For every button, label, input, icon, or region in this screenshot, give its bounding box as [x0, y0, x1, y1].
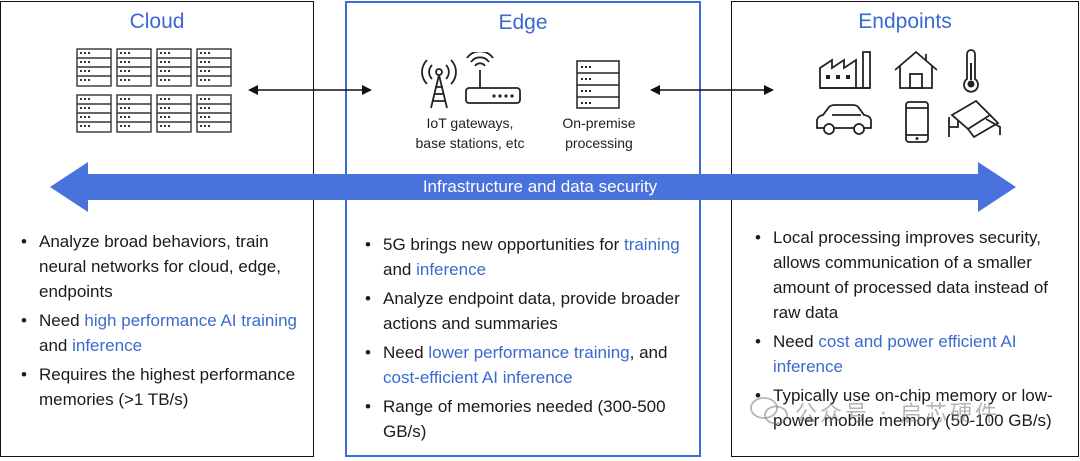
bullet-item: Need cost and power efficient AI inferen…	[752, 329, 1062, 379]
on-premise-label: On-premise processing	[562, 115, 636, 151]
bullet-text: Analyze endpoint data, provide broader a…	[383, 289, 680, 333]
cloud-panel: Cloud	[0, 1, 314, 457]
endpoints-panel: Endpoints	[731, 1, 1079, 457]
bullet-item: Requires the highest performance memorie…	[18, 362, 304, 412]
edge-bullet-list: 5G brings new opportunities for training…	[362, 232, 682, 448]
house-icon	[894, 50, 938, 89]
factory-icon	[819, 51, 871, 89]
endpoints-title: Endpoints	[858, 10, 952, 33]
edge-panel: Edge	[345, 1, 701, 457]
infrastructure-banner-arrow-icon	[50, 162, 1016, 212]
thermometer-icon	[963, 49, 979, 93]
bullet-item: Analyze broad behaviors, train neural ne…	[18, 229, 304, 304]
highlighted-term: lower performance training	[428, 343, 630, 362]
bullet-item: Typically use on-chip memory or low-powe…	[752, 383, 1062, 433]
bullet-text: and	[39, 336, 73, 355]
cloud-bullet-list: Analyze broad behaviors, train neural ne…	[18, 229, 304, 416]
server-rack-grid-icon	[76, 48, 232, 133]
bullet-text: and	[383, 260, 417, 279]
wechat-watermark-icon	[750, 397, 788, 425]
smartphone-icon	[905, 101, 929, 143]
bullet-item: Range of memories needed (300-500 GB/s)	[362, 394, 682, 444]
car-icon	[816, 104, 872, 135]
bullet-item: Need lower performance training, and cos…	[362, 340, 682, 390]
highlighted-term: inference	[72, 336, 143, 355]
security-camera-icon	[948, 99, 1001, 139]
bullet-text: Need	[773, 332, 819, 351]
highlighted-term: cost and power efficient AI inference	[773, 332, 1017, 376]
bullet-item: Analyze endpoint data, provide broader a…	[362, 286, 682, 336]
bullet-text: Need	[39, 311, 85, 330]
cloud-edge-double-arrow-icon	[248, 85, 372, 95]
infrastructure-banner-label: Infrastructure and data security	[422, 177, 658, 196]
highlighted-term: training	[623, 235, 680, 254]
edge-title: Edge	[498, 11, 548, 34]
highlighted-term: inference	[416, 260, 487, 279]
iot-gateways-label: IoT gateways, base stations, etc	[415, 115, 525, 151]
cell-tower-icon	[421, 59, 457, 109]
highlighted-term: high performance AI training	[84, 311, 297, 330]
endpoints-bullet-list: Local processing improves security, allo…	[752, 225, 1062, 437]
bullet-text: Typically use on-chip memory or low-powe…	[773, 386, 1053, 430]
edge-endpoints-double-arrow-icon	[650, 85, 774, 95]
bullet-text: 5G brings new opportunities for	[383, 235, 624, 254]
bullet-text: Requires the highest performance memorie…	[39, 365, 296, 409]
bullet-text: , and	[629, 343, 668, 362]
bullet-item: Need high performance AI training and in…	[18, 308, 304, 358]
watermark-text: 公众号 · 启芯硬件	[795, 402, 1000, 427]
bullet-item: Local processing improves security, allo…	[752, 225, 1062, 325]
cloud-title: Cloud	[129, 10, 185, 33]
router-icon	[465, 52, 521, 104]
bullet-text: Analyze broad behaviors, train neural ne…	[39, 232, 281, 301]
bullet-item: 5G brings new opportunities for training…	[362, 232, 682, 282]
on-premise-server-icon	[576, 60, 620, 109]
bullet-text: Need	[383, 343, 429, 362]
bullet-text: Range of memories needed (300-500 GB/s)	[383, 397, 666, 441]
bullet-text: Local processing improves security, allo…	[773, 228, 1049, 322]
highlighted-term: cost-efficient AI inference	[383, 368, 573, 387]
